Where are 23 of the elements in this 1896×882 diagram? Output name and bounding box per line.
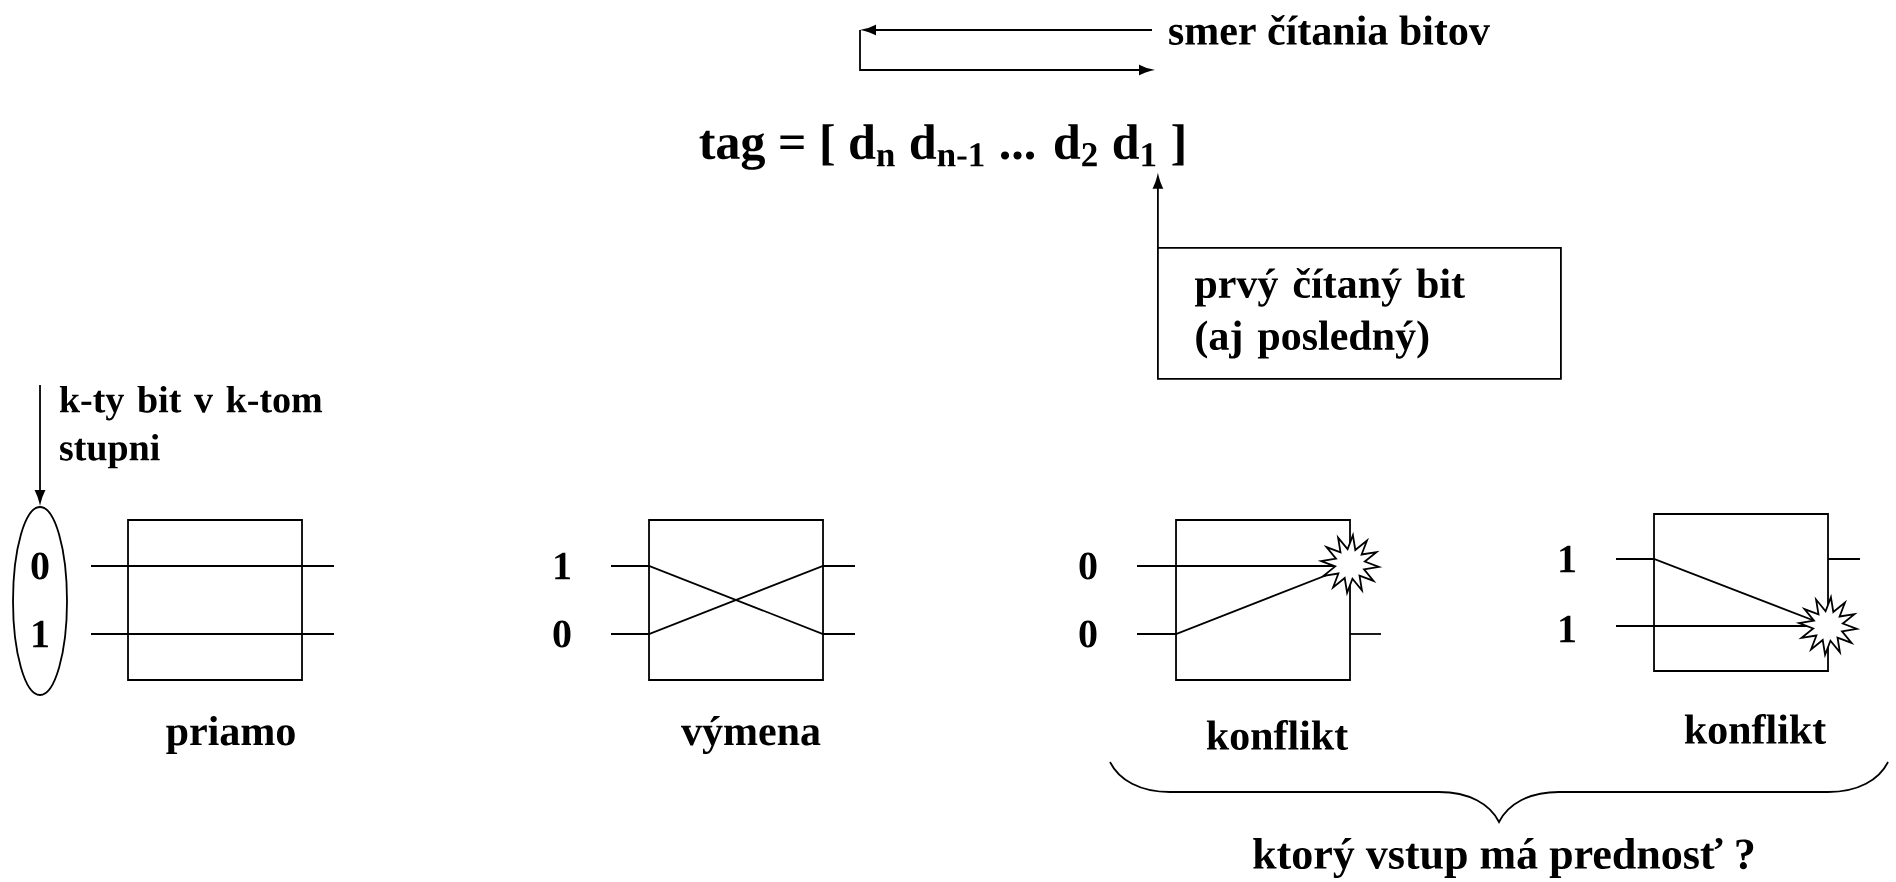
switch-label: výmena: [681, 715, 821, 755]
input-label: 1: [1560, 545, 1575, 573]
input-label: 1: [1560, 615, 1575, 643]
switch-box: [648, 519, 824, 681]
switch-label: priamo: [166, 715, 295, 755]
arrow: [1153, 175, 1163, 248]
question-text: ktorý vstup má prednosť ?: [1253, 837, 1754, 879]
switch-box: [1653, 513, 1829, 672]
text-box: prvý čítaný bit (aj posledný): [1157, 247, 1562, 380]
formula-text: tag = [ d$_{n}$ d$_{n-1}$ ... d$_{2}$ d$_{1}$ ]: [699, 124, 1184, 170]
bit-label: 1: [33, 620, 48, 648]
arrow: [35, 384, 45, 503]
input-label: 0: [1079, 552, 1097, 580]
switch-label: konflikt: [1684, 714, 1826, 744]
switch-box: [127, 519, 303, 681]
input-label: 0: [1079, 620, 1097, 648]
input-label: 1: [555, 552, 570, 580]
input-label: 0: [553, 620, 571, 648]
switch-label: konflikt: [1206, 720, 1348, 750]
switch-box: [1175, 519, 1351, 681]
bit-label: 0: [31, 552, 49, 580]
title-text: smer čítania bitov: [1169, 15, 1490, 45]
note-text: k-ty bit v k-tom stupni: [59, 385, 323, 469]
